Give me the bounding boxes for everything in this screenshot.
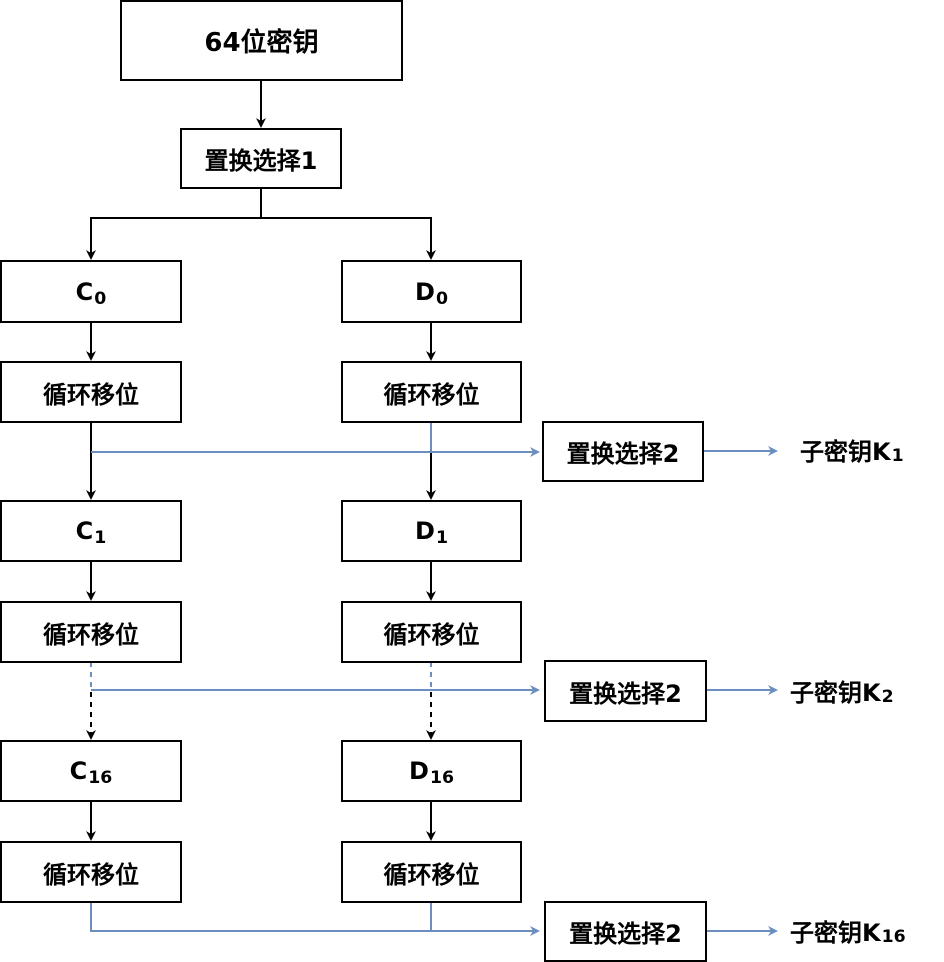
subkey-1-base: 子密钥K [800,437,891,466]
subkey-2-sub: 2 [881,687,894,708]
subkey-2-base: 子密钥K [790,678,881,707]
shift-box-d16: 循环移位 [341,841,522,903]
shift-box-d1: 循环移位 [341,601,522,663]
shift-box-c16: 循环移位 [0,841,182,903]
shift-box-c0: 循环移位 [0,361,182,423]
blue-line-left-16 [90,902,540,936]
subkey-1-sub: 1 [891,446,904,467]
pc2-box-16: 置换选择2 [544,901,707,962]
d16-base: D [409,757,429,785]
shift-box-d0: 循环移位 [341,361,522,423]
pc2-box-2: 置换选择2 [544,660,707,722]
split-line-pc1 [86,188,262,260]
c0-base: C [75,277,94,306]
c16-sub: 16 [88,768,113,789]
d0-base: D [415,277,435,306]
key-64bit-box: 64位密钥 [120,0,403,81]
c16-base: C [69,757,88,785]
subkey-16-base: 子密钥K [790,918,881,947]
d16-sub: 16 [429,768,454,789]
c1-base: C [75,517,94,545]
d1-base: D [415,517,435,545]
d0-sub: 0 [435,288,448,309]
c1-sub: 1 [94,528,107,549]
pc2-box-1: 置换选择2 [542,421,704,482]
d1-sub: 1 [435,528,448,549]
c0-sub: 0 [94,288,107,309]
shift-box-c1: 循环移位 [0,601,182,663]
subkey-16-sub: 16 [881,927,906,948]
split-line-pc1-right [261,217,436,260]
pc1-box: 置换选择1 [180,128,342,189]
